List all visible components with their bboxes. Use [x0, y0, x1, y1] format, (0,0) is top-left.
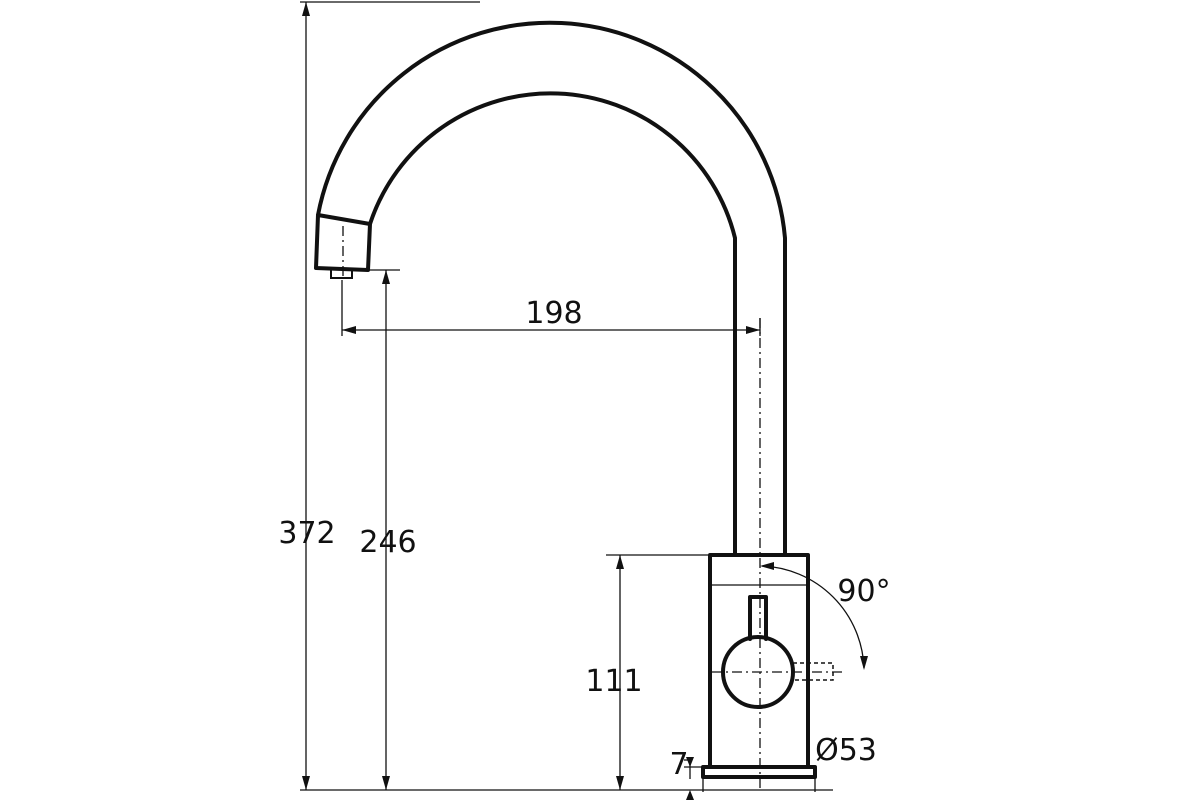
dimension-total-height: 372: [278, 1, 703, 791]
dimension-base-height: 7: [669, 747, 703, 800]
dimension-body-height: 111: [585, 554, 708, 790]
rotation-label: 90°: [837, 574, 890, 609]
arrow-right: [746, 326, 760, 334]
arrow-bottom: [382, 776, 390, 790]
arrow-bottom: [616, 776, 624, 790]
dimension-spout-height: 246: [352, 269, 417, 790]
spout-outer-edge: [368, 91, 737, 555]
spout-inner-edge: [316, 20, 787, 555]
arrow-top: [382, 270, 390, 284]
spout-height-label: 246: [359, 525, 416, 560]
diameter-label: Ø53: [815, 733, 877, 768]
total-height-label: 372: [278, 516, 335, 551]
arrow-bottom: [686, 790, 694, 800]
rotated-lever-hidden: [793, 662, 834, 681]
base-height-label: 7: [669, 747, 688, 782]
arrow-end: [860, 656, 868, 670]
rotation-arc: [761, 565, 865, 669]
spout-reach-label: 198: [525, 296, 582, 331]
dimension-spout-reach: 198: [341, 280, 761, 336]
arrow-top: [686, 757, 694, 767]
arrow-start: [760, 562, 774, 570]
handle-lever: [748, 595, 768, 641]
faucet-body: [701, 318, 845, 792]
arrow-bottom: [302, 776, 310, 790]
base-plate: [701, 765, 817, 779]
aerator-nozzle: [330, 269, 353, 279]
body-height-label: 111: [585, 664, 642, 699]
arrow-left: [342, 326, 356, 334]
arrow-top: [302, 2, 310, 16]
dimension-lever-rotation: 90°: [760, 562, 891, 670]
dimension-body-diameter: Ø53: [815, 733, 877, 768]
arrow-top: [616, 555, 624, 569]
